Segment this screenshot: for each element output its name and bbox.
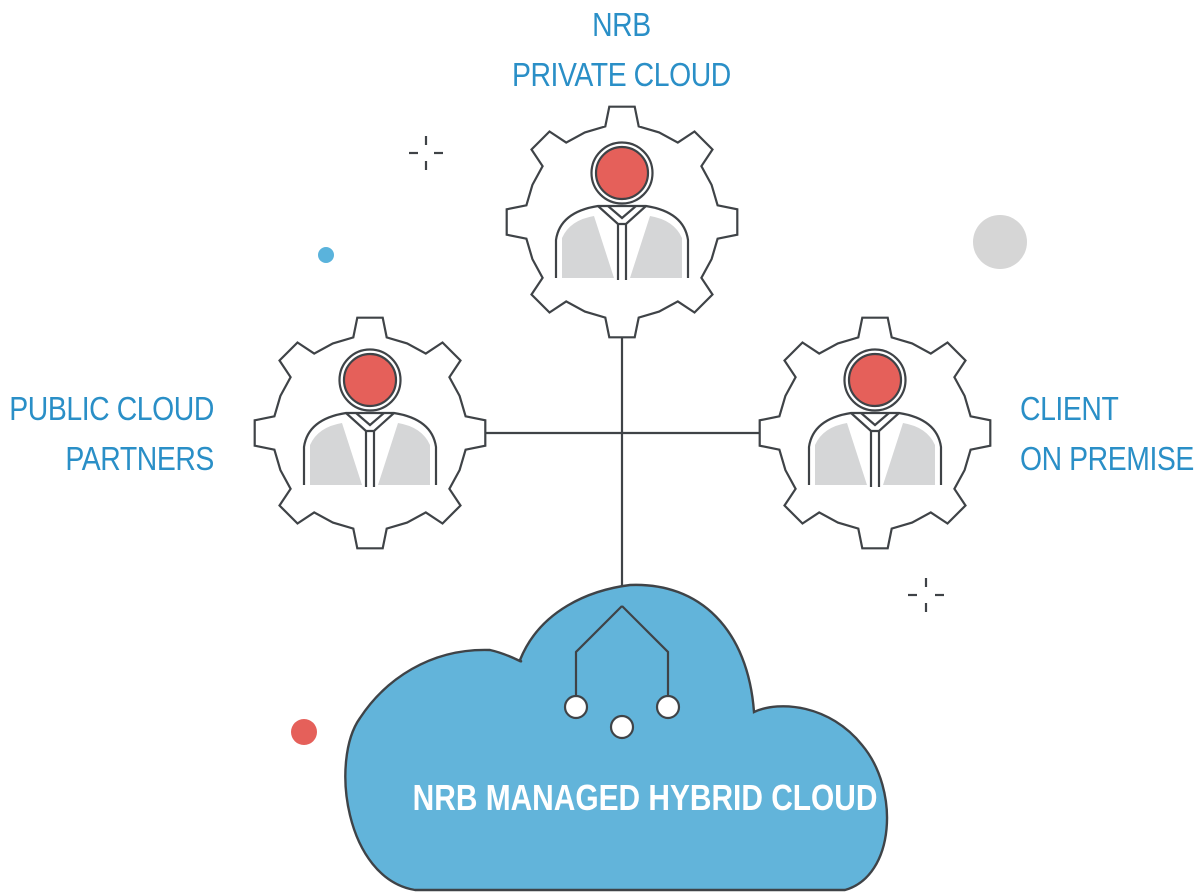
gear-right: [758, 316, 992, 550]
cloud-title: NRB MANAGED HYBRID CLOUD: [412, 777, 878, 818]
sparkle-icon: [908, 578, 944, 612]
gear-left: [253, 316, 487, 550]
node-label-line: NRB: [592, 6, 651, 43]
dot-icon: [318, 247, 334, 263]
node-label-public-cloud: PUBLIC CLOUD PARTNERS: [9, 384, 214, 484]
node-label-private-cloud: NRB PRIVATE CLOUD: [87, 0, 1156, 100]
dot-icon: [973, 215, 1027, 269]
node-label-client: CLIENT ON PREMISE: [1020, 384, 1194, 484]
cloud-branch-lines: [574, 605, 670, 697]
cloud-node-center: [609, 714, 635, 740]
dot-icon: [291, 719, 317, 745]
node-label-line: PRIVATE CLOUD: [511, 56, 731, 93]
cloud-node-left: [563, 694, 589, 720]
node-label-line: CLIENT: [1020, 390, 1119, 427]
node-label-line: PUBLIC CLOUD: [9, 390, 214, 427]
cloud-node-right: [655, 694, 681, 720]
sparkle-icon: [409, 136, 443, 170]
node-label-line: PARTNERS: [65, 440, 215, 477]
gear-top: [505, 105, 739, 339]
node-label-line: ON PREMISE: [1020, 440, 1194, 477]
